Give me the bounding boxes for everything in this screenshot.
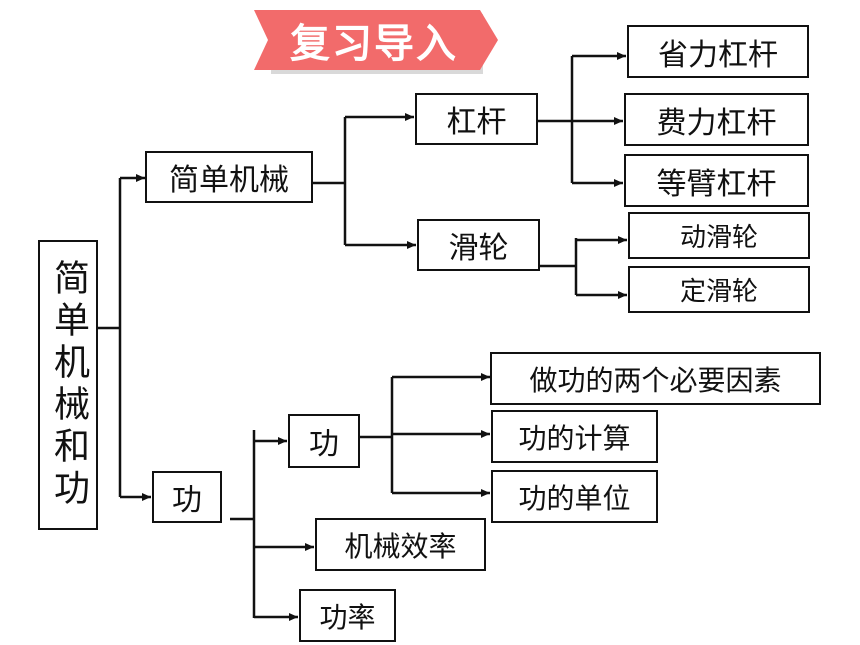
node-lever: 杠杆 bbox=[415, 93, 538, 145]
root-node: 简单机械和功 bbox=[38, 240, 98, 530]
node-pulley-child-2: 定滑轮 bbox=[628, 266, 810, 313]
node-lever-child-3: 等臂杠杆 bbox=[624, 154, 809, 207]
node-lever-child-1: 省力杠杆 bbox=[627, 25, 809, 78]
root-label: 简单机械和功 bbox=[48, 259, 89, 511]
node-sub-work: 功 bbox=[288, 414, 360, 468]
node-work: 功 bbox=[152, 471, 222, 523]
node-work-child-3: 功的单位 bbox=[491, 470, 658, 523]
node-pulley-child-1: 动滑轮 bbox=[628, 212, 810, 259]
node-efficiency: 机械效率 bbox=[315, 518, 486, 571]
node-pulley: 滑轮 bbox=[417, 219, 540, 271]
node-simple-machines: 简单机械 bbox=[145, 151, 313, 203]
node-power: 功率 bbox=[299, 589, 396, 642]
node-work-child-2: 功的计算 bbox=[491, 410, 658, 463]
node-lever-child-2: 费力杠杆 bbox=[624, 93, 809, 146]
banner-title: 复习导入 bbox=[290, 21, 458, 67]
section-banner: 复习导入 bbox=[254, 10, 498, 70]
node-work-child-1: 做功的两个必要因素 bbox=[490, 352, 821, 405]
